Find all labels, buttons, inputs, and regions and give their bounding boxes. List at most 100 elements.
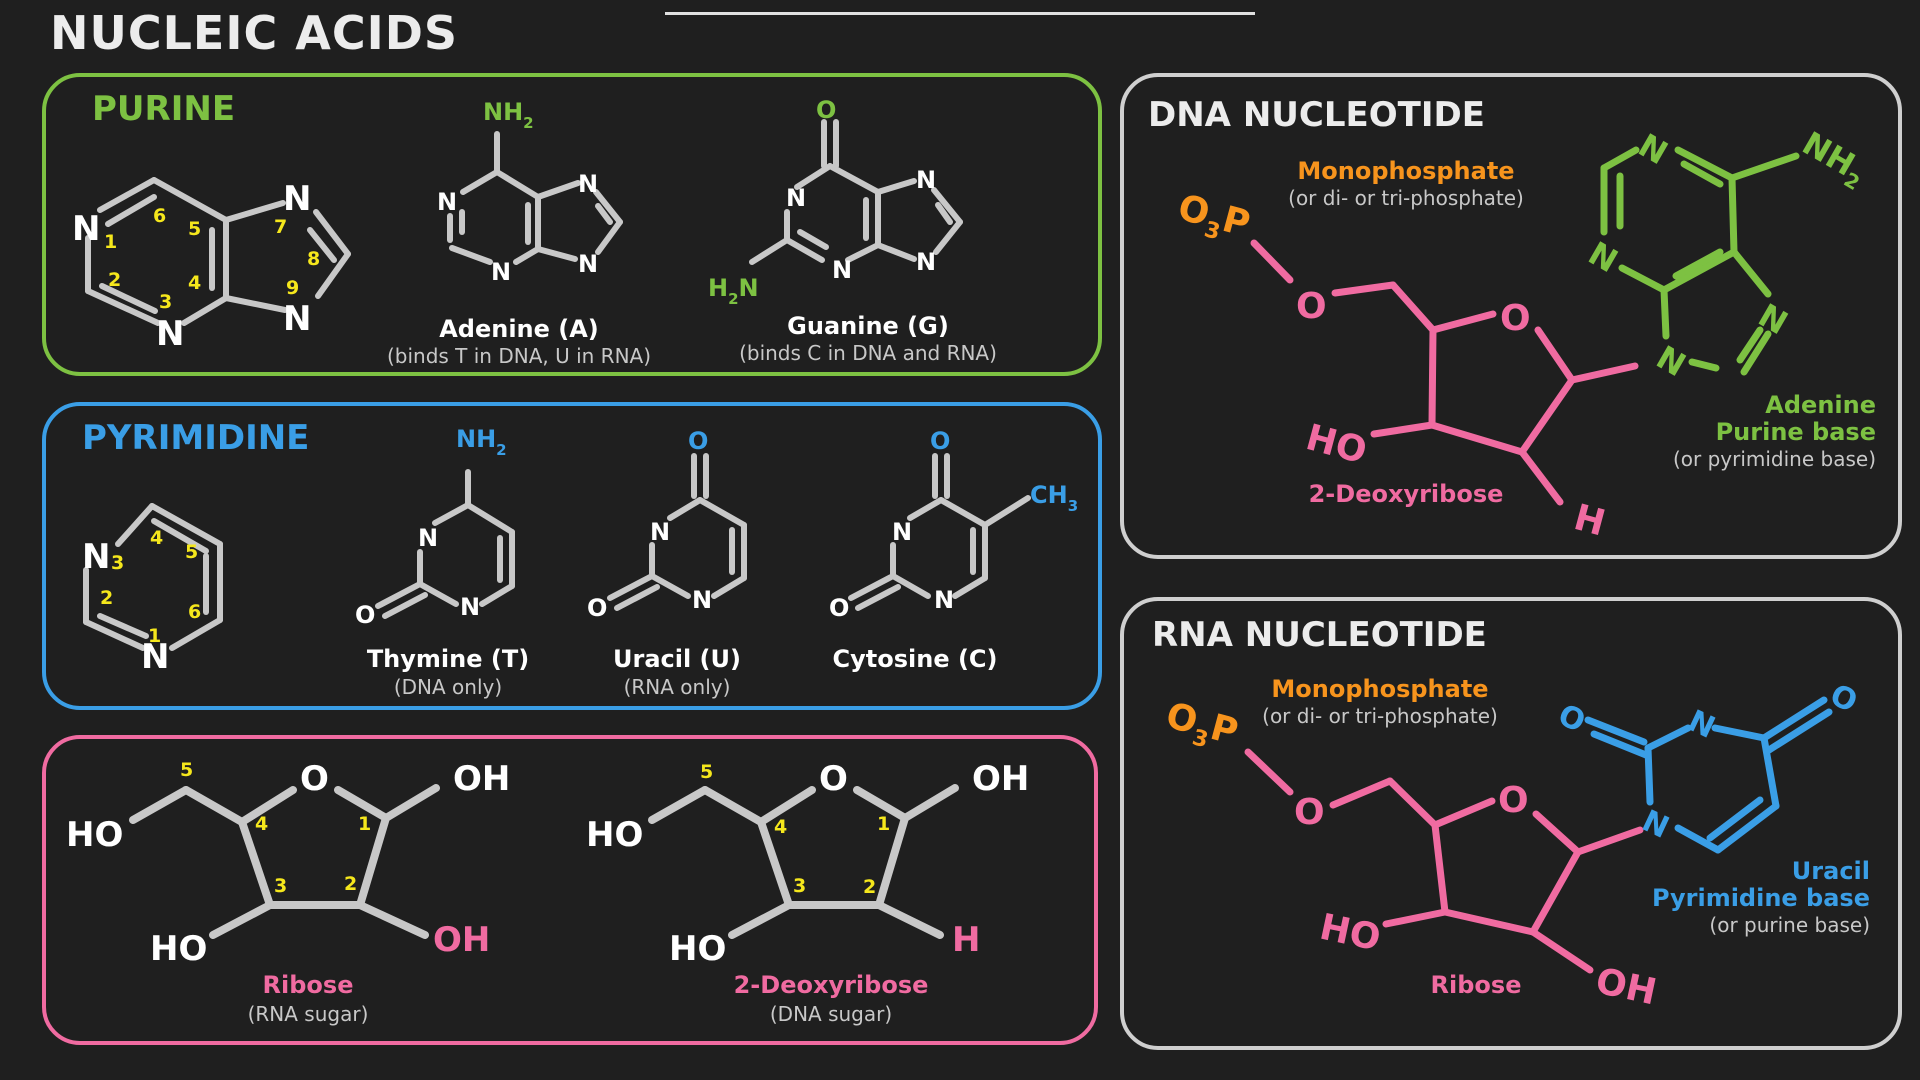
ring-number: 1 — [358, 813, 371, 835]
carbonyl-oxygen: O — [688, 427, 708, 455]
carbonyl-oxygen: O — [930, 427, 950, 455]
rna-nucleotide-title: RNA NUCLEOTIDE — [1152, 615, 1487, 655]
atom-n: N — [578, 170, 598, 198]
rna-phosphate-note: (or di- or tri-phosphate) — [1262, 704, 1498, 728]
atom-n: N — [418, 524, 438, 552]
phosphate-group: O3P — [1160, 695, 1242, 760]
rna-base-note: (or purine base) — [1709, 913, 1870, 937]
ring-number: 2 — [863, 876, 876, 898]
hydroxyl-group: OH — [972, 759, 1029, 799]
ring-number: 6 — [153, 205, 166, 227]
ring-number: 4 — [188, 272, 201, 294]
atom-n: N — [578, 250, 598, 278]
ring-number: 2 — [108, 269, 121, 291]
ring-number: 2 — [100, 587, 113, 609]
ring-number: 1 — [877, 813, 890, 835]
ring-number: 1 — [104, 231, 117, 253]
purine-title: PURINE — [92, 89, 236, 129]
uracil-note: (RNA only) — [624, 675, 731, 699]
ring-number: 4 — [150, 527, 163, 549]
ring-number: 5 — [180, 759, 193, 781]
carbonyl-oxygen: O — [816, 96, 836, 124]
rna-base-name: Uracil — [1792, 857, 1870, 885]
dna-nucleotide-structure: O3P O O HO H N N N N NH2 Monophosphate 2… — [1174, 124, 1876, 544]
2-hydroxyl-group: OH — [433, 920, 490, 960]
atom-n: N — [491, 258, 511, 286]
adenine-name: Adenine (A) — [439, 315, 599, 343]
deoxyribose-name: 2-Deoxyribose — [734, 971, 929, 999]
ring-number: 7 — [274, 216, 287, 238]
rna-base-type: Pyrimidine base — [1652, 884, 1870, 912]
pyrimidine-title: PYRIMIDINE — [82, 418, 310, 458]
ring-number: 2 — [344, 873, 357, 895]
hydroxyl-group: HO — [66, 815, 123, 855]
atom-n: N — [156, 314, 184, 354]
ring-number: 3 — [111, 552, 124, 574]
dna-base-type: Purine base — [1716, 418, 1876, 446]
atom-n: N — [283, 179, 311, 219]
purine-panel: PURINE — [42, 73, 1102, 376]
hydroxyl-group: OH — [453, 759, 510, 799]
ribose-note: (RNA sugar) — [248, 1002, 369, 1026]
ring-oxygen: O — [1500, 298, 1531, 339]
ring-number: 3 — [159, 291, 172, 313]
ring-number: 8 — [307, 248, 320, 270]
atom-n: N — [141, 637, 169, 677]
guanine-note: (binds C in DNA and RNA) — [739, 341, 997, 365]
atom-n: N — [460, 593, 480, 621]
dna-phosphate-note: (or di- or tri-phosphate) — [1288, 186, 1524, 210]
atom-n: N — [82, 537, 110, 577]
atom-n: N — [786, 184, 806, 212]
methyl-group: CH3 — [1030, 481, 1078, 515]
carbonyl-oxygen: O — [1553, 698, 1591, 741]
hydroxyl-group: HO — [150, 929, 207, 969]
guanine-name: Guanine (G) — [787, 312, 949, 340]
dna-nucleotide-panel: DNA NUCLEOTIDE — [1120, 73, 1902, 559]
adenine-note: (binds T in DNA, U in RNA) — [387, 344, 651, 368]
hydroxyl-group: HO — [1316, 907, 1384, 960]
phosphoester-oxygen: O — [1294, 792, 1325, 833]
divider-line — [665, 12, 1255, 15]
cytosine-name: Cytosine (C) — [833, 645, 998, 673]
amine-group: NH2 — [483, 98, 534, 132]
sugar-structures: HO O OH HO HO O OH HO OH H 1 2 3 4 5 1 2… — [66, 759, 1029, 1026]
dna-base-name: Adenine — [1765, 391, 1876, 419]
atom-n: N — [934, 586, 954, 614]
atom-n: N — [437, 188, 457, 216]
dna-nucleotide-title: DNA NUCLEOTIDE — [1148, 95, 1485, 135]
ring-oxygen: O — [300, 759, 329, 799]
atom-n: N — [892, 518, 912, 546]
atom-n: N — [650, 518, 670, 546]
ring-number: 3 — [274, 875, 287, 897]
sugars-panel — [42, 735, 1098, 1045]
page-title: NUCLEIC ACIDS — [50, 6, 459, 60]
uracil-name: Uracil (U) — [613, 645, 741, 673]
ring-number: 1 — [148, 625, 161, 647]
2-hydrogen: H — [952, 920, 980, 960]
phosphoester-oxygen: O — [1296, 286, 1327, 327]
atom-n: N — [916, 166, 936, 194]
atom-n: N — [916, 248, 936, 276]
atom-o: O — [829, 594, 849, 622]
dna-base-note: (or pyrimidine base) — [1673, 447, 1876, 471]
ring-number: 4 — [774, 816, 787, 838]
thymine-name: Thymine (T) — [367, 645, 529, 673]
ring-oxygen: O — [1498, 780, 1529, 821]
ring-number: 9 — [286, 277, 299, 299]
atom-n: N — [1683, 704, 1721, 746]
deoxyribose-note: (DNA sugar) — [770, 1002, 892, 1026]
rna-nucleotide-panel: RNA NUCLEOTIDE — [1120, 597, 1902, 1050]
atom-n: N — [283, 299, 311, 339]
dna-sugar-label: 2-Deoxyribose — [1309, 480, 1504, 508]
atom-n: N — [1637, 804, 1675, 846]
pyrimidine-structures: N N 1 2 3 4 5 6 N N O N N O N N O NH2 O … — [82, 425, 1078, 699]
rna-sugar-label: Ribose — [1431, 971, 1522, 999]
atom-n: N — [832, 256, 852, 284]
atom-n: N — [72, 209, 100, 249]
amine-group: NH2 — [456, 425, 507, 459]
rna-phosphate-label: Monophosphate — [1271, 675, 1488, 703]
thymine-note: (DNA only) — [394, 675, 502, 699]
atom-n: N — [692, 586, 712, 614]
amine-group: H2N — [708, 274, 759, 308]
ring-number: 4 — [255, 813, 268, 835]
